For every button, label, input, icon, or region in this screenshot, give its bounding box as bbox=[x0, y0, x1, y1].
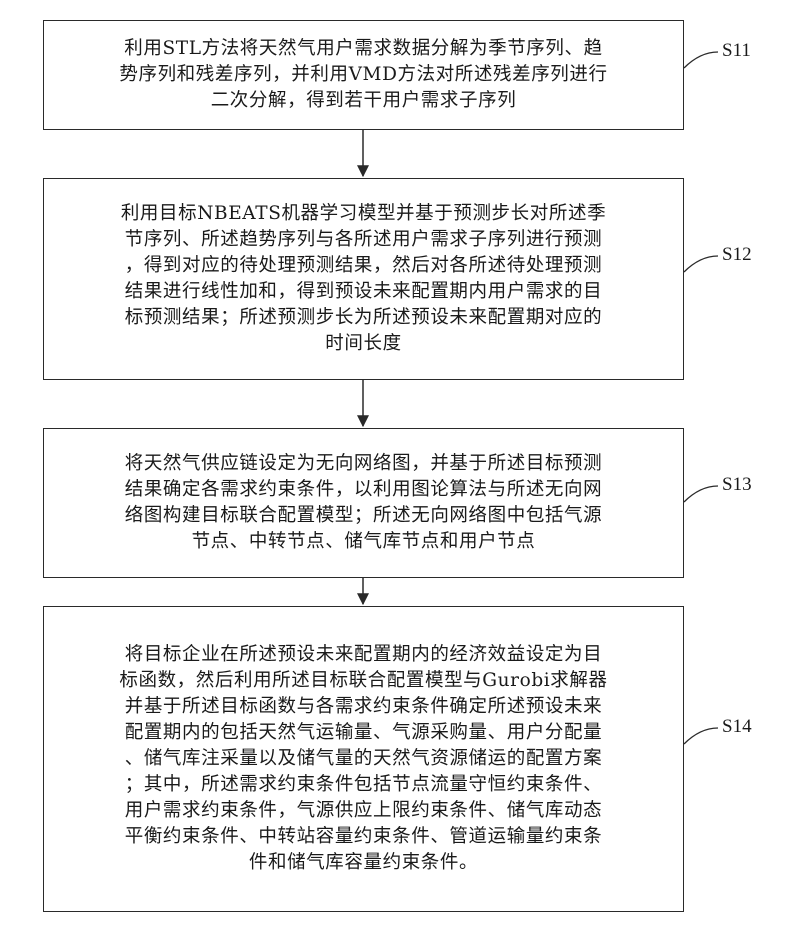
leader-s14 bbox=[684, 728, 718, 744]
leader-s13 bbox=[684, 486, 718, 502]
leader-s11 bbox=[684, 52, 718, 68]
leader-s12 bbox=[684, 256, 718, 272]
